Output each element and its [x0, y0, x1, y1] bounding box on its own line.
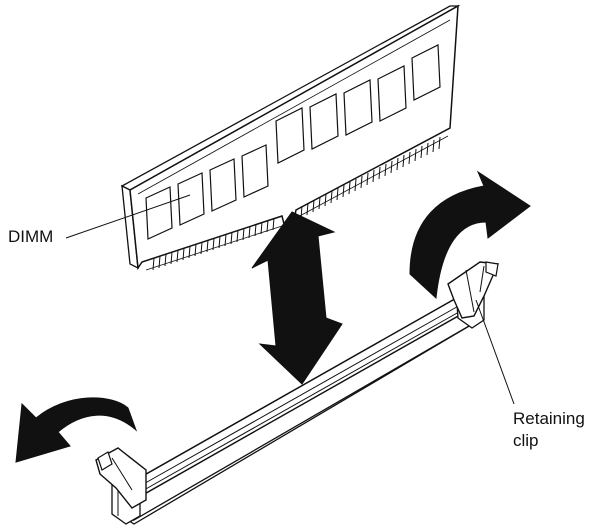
retaining-clip-label-line2: clip	[513, 430, 585, 452]
dimm-label: DIMM	[8, 226, 53, 248]
retaining-clip-label: Retaining clip	[513, 408, 585, 452]
insert-arrow	[252, 212, 342, 384]
clip-leader-line	[476, 300, 514, 404]
retaining-clip-label-line1: Retaining	[513, 408, 585, 430]
dimm-label-text: DIMM	[8, 227, 53, 246]
